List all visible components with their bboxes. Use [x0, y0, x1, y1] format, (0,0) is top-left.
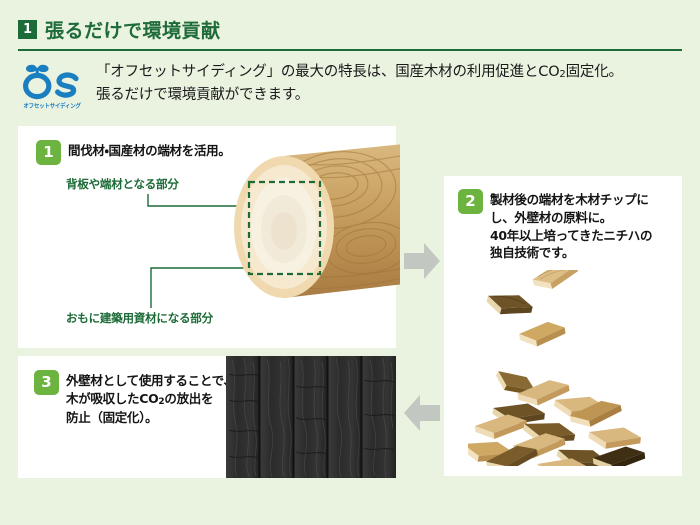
step-3-line2-part2: の放出を: [164, 390, 214, 406]
step-3-line1: 外壁材として使用することで、: [66, 373, 236, 388]
callout-outer-layer-label: 背板や端材となる部分: [66, 177, 179, 191]
section-title-text: 張るだけで環境貢献: [45, 20, 221, 42]
log-illustration: [214, 134, 404, 324]
step-3-panel: 3 外壁材として使用することで、 木が吸収したCO2の放出を 防止（固定化）。: [18, 356, 396, 478]
logo-caption: オフセットサイディング: [23, 103, 81, 110]
lead-block: オフセットサイディング 「オフセットサイディング」の最大の特長は、国産木材の利用…: [18, 60, 682, 110]
dark-siding-illustration: [226, 356, 396, 478]
lead-co2-subscript: 2: [559, 69, 566, 81]
step-2-badge: 2: [458, 189, 483, 214]
section-number-badge: 1: [18, 20, 37, 39]
step-3-badge: 3: [34, 370, 59, 395]
step-1-text: 間伐材・国産材の端材を活用。: [68, 143, 231, 158]
offset-siding-logo: オフセットサイディング: [18, 60, 86, 110]
step-1-badge: 1: [36, 140, 61, 165]
step-3-line3: 防止（固定化）。: [66, 409, 158, 425]
step-3-line2-part1: 木が吸収したCO: [66, 390, 159, 406]
step-2-line2: し、外壁材の原料に。: [490, 209, 613, 225]
callout-core-layer-label: おもに建築用資材になる部分: [66, 311, 213, 325]
step-1-heading: 1 間伐材・国産材の端材を活用。: [36, 140, 231, 165]
header: 1 張るだけで環境貢献: [18, 16, 682, 110]
lead-line1-part1: 「オフセットサイディング」の最大の特長は、国産木材の利用促進とCO: [96, 64, 560, 80]
step-2-panel: 2 製材後の端材を木材チップに し、外壁材の原料に。 40年以上培ってきたニチハ…: [444, 176, 682, 483]
step-3-heading: 3 外壁材として使用することで、 木が吸収したCO2の放出を 防止（固定化）。: [34, 370, 236, 426]
step-2-heading: 2 製材後の端材を木材チップに し、外壁材の原料に。 40年以上培ってきたニチハ…: [458, 189, 653, 262]
step-2-line1: 製材後の端材を木材チップに: [490, 192, 649, 207]
lead-line2: 張るだけで環境貢献ができます。: [96, 87, 310, 104]
step-2-text: 製材後の端材を木材チップに し、外壁材の原料に。 40年以上培ってきたニチハの …: [490, 189, 653, 262]
title-divider: [18, 49, 682, 51]
lead-line1-part2: 固定化。: [565, 64, 623, 80]
wood-chips-illustration: [461, 262, 664, 483]
page-title: 1 張るだけで環境貢献: [18, 16, 682, 49]
lead-paragraph: 「オフセットサイディング」の最大の特長は、国産木材の利用促進とCO2固定化。 張…: [96, 60, 623, 108]
step-3-co2-subscript: 2: [158, 396, 165, 407]
logo-mark-icon: [18, 62, 86, 100]
step-2-line3: 40年以上培ってきたニチハの: [490, 227, 653, 243]
step-1-panel: 1 間伐材・国産材の端材を活用。 背板や端材となる部分 おもに建築用資材になる部…: [18, 126, 404, 348]
step-3-text: 外壁材として使用することで、 木が吸収したCO2の放出を 防止（固定化）。: [66, 370, 236, 426]
step-2-line4: 独自技術です。: [490, 245, 575, 261]
